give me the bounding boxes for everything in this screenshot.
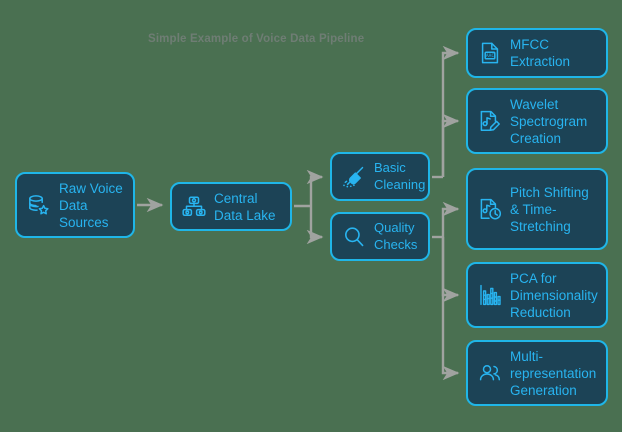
page-title: Simple Example of Voice Data Pipeline — [148, 33, 365, 45]
edge-quality-checks-to-pitch — [441, 201, 460, 237]
node-pca-dimensionality-reduction[interactable]: PCA for Dimensionality Reduction — [466, 262, 608, 328]
node-label: Basic Cleaning — [374, 160, 426, 192]
people-group-icon — [477, 360, 503, 386]
edge-basic-cleaning-to-wavelet — [441, 113, 460, 177]
node-label: Quality Checks — [374, 220, 418, 252]
node-label: Raw Voice Data Sources — [59, 180, 123, 230]
edge-quality-checks-to-pca — [441, 237, 460, 303]
broom-icon — [341, 164, 367, 190]
node-label: Central Data Lake — [214, 190, 276, 223]
node-label: MFCC Extraction — [510, 37, 571, 69]
edge-lake-to-basic-cleaning — [306, 169, 324, 206]
node-quality-checks[interactable]: Quality Checks — [330, 212, 430, 261]
magnifier-icon — [341, 224, 367, 250]
music-file-edit-icon — [477, 108, 503, 134]
node-label: Pitch Shifting & Time-Stretching — [510, 184, 589, 234]
node-pitch-shifting-time-stretching[interactable]: Pitch Shifting & Time-Stretching — [466, 168, 608, 250]
node-raw-voice-data-sources[interactable]: Raw Voice Data Sources — [15, 172, 135, 238]
node-label: Wavelet Spectrogram Creation — [510, 96, 588, 146]
edge-basic-cleaning-to-mfcc — [441, 45, 460, 177]
data-lake-server-icon — [181, 194, 207, 220]
node-multi-representation-generation[interactable]: Multi-representation Generation — [466, 340, 608, 406]
node-label: Multi-representation Generation — [510, 348, 597, 398]
node-wavelet-spectrogram-creation[interactable]: Wavelet Spectrogram Creation — [466, 88, 608, 154]
node-label: PCA for Dimensionality Reduction — [510, 270, 598, 320]
bar-chart-icon — [477, 282, 503, 308]
node-basic-cleaning[interactable]: Basic Cleaning — [330, 152, 430, 201]
database-star-icon — [26, 192, 52, 218]
edge-quality-checks-to-multi — [441, 237, 460, 381]
music-file-clock-icon — [477, 196, 503, 222]
audio-file-aac-icon: AAC — [477, 40, 503, 66]
edge-lake-to-quality-checks — [306, 206, 324, 245]
svg-text:AAC: AAC — [486, 53, 495, 59]
node-central-data-lake[interactable]: Central Data Lake — [170, 182, 292, 231]
node-mfcc-extraction[interactable]: AAC MFCC Extraction — [466, 28, 608, 78]
